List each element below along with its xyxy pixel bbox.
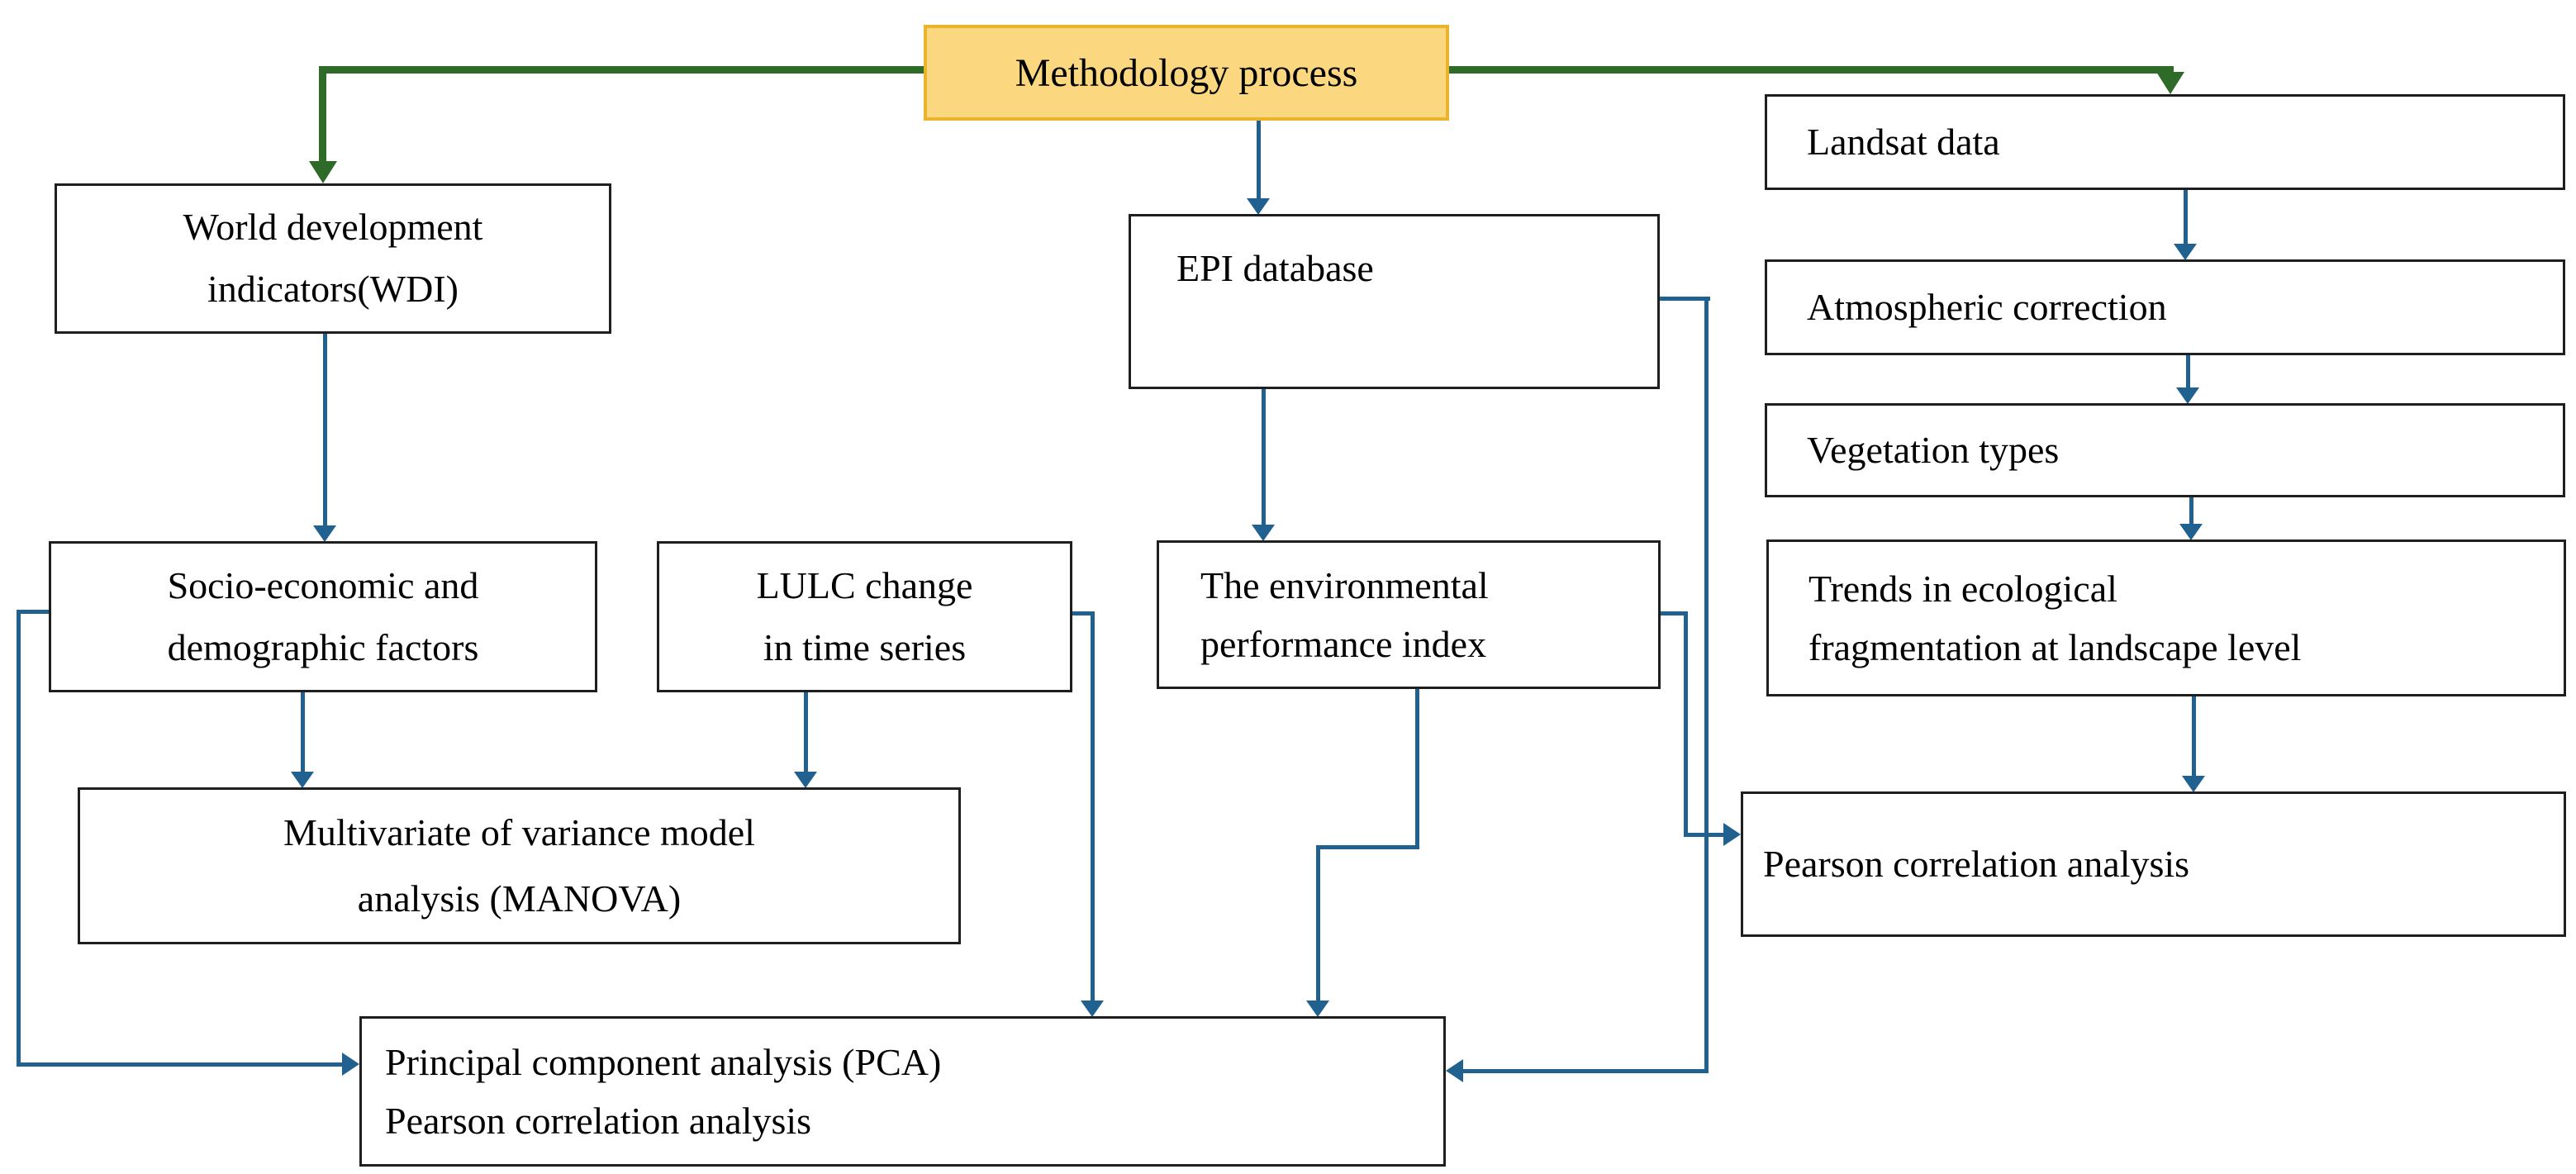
arrowhead-down-icon (1306, 1001, 1329, 1017)
connector-socio-to-manova (301, 692, 305, 773)
node-pearson-correlation-right: Pearson correlation analysis (1741, 791, 2566, 937)
connector-landsat-to-atmospheric (2184, 190, 2188, 245)
connector-vegetation-to-trends (2189, 497, 2193, 525)
connector-title-to-epi (1257, 121, 1261, 200)
connector-lulc-to-pca-exit (1072, 611, 1095, 616)
connector-socio-to-pca-vertical (17, 610, 21, 1066)
connector-envindex-to-pca-step (1316, 845, 1419, 849)
node-label: Principal component analysis (PCA) Pears… (385, 1040, 942, 1142)
node-label: Landsat data (1807, 120, 2000, 163)
node-label: World development indicators(WDI) (183, 206, 483, 310)
connector-title-to-wdi-horizontal (319, 66, 924, 74)
node-manova: Multivariate of variance model analysis … (78, 787, 961, 944)
node-world-development-indicators: World development indicators(WDI) (55, 183, 611, 334)
arrowhead-down-icon (313, 525, 336, 542)
connector-epi-to-pca-horizontal (1461, 1069, 1709, 1073)
arrowhead-down-icon (291, 772, 314, 788)
node-epi-database: EPI database (1129, 214, 1660, 389)
node-label: Vegetation types (1807, 428, 2060, 471)
connector-wdi-to-socio (323, 334, 327, 527)
arrowhead-right-icon (342, 1053, 359, 1076)
node-lulc-change: LULC change in time series (657, 541, 1072, 692)
arrowhead-down-icon (1081, 1001, 1104, 1017)
arrowhead-down-icon (2174, 244, 2197, 260)
node-label: LULC change in time series (756, 563, 973, 668)
node-trends-ecological-fragmentation: Trends in ecological fragmentation at la… (1766, 539, 2566, 696)
arrowhead-down-icon (2176, 387, 2199, 404)
node-label: EPI database (1176, 247, 1374, 289)
node-environmental-performance-index: The environmental performance index (1157, 540, 1661, 689)
arrowhead-down-icon (794, 772, 817, 788)
node-socio-economic-factors: Socio-economic and demographic factors (49, 541, 597, 692)
node-label: Socio-economic and demographic factors (167, 563, 479, 668)
node-atmospheric-correction: Atmospheric correction (1765, 259, 2565, 355)
connector-socio-to-pca-horizontal (17, 1062, 345, 1067)
node-label: Pearson correlation analysis (1763, 842, 2190, 885)
arrowhead-down-icon (2179, 524, 2203, 540)
connector-envindex-to-pca-v1 (1415, 688, 1419, 849)
connector-title-to-landsat-vertical (2166, 66, 2174, 74)
node-pca-pearson: Principal component analysis (PCA) Pears… (359, 1016, 1446, 1167)
arrowhead-down-icon (1247, 198, 1270, 215)
arrowhead-left-icon (1446, 1059, 1463, 1082)
connector-trends-to-pearson (2192, 696, 2196, 777)
connector-envindex-to-pearson-vertical (1684, 611, 1688, 836)
arrowhead-down-icon (309, 161, 337, 183)
connector-title-to-landsat-horizontal (1449, 66, 2174, 74)
arrowhead-down-icon (2182, 776, 2205, 792)
arrowhead-down-icon (2156, 72, 2184, 94)
connector-epi-to-pca-exit (1660, 297, 1710, 301)
node-methodology-process: Methodology process (924, 25, 1449, 121)
node-label: Trends in ecological fragmentation at la… (1808, 567, 2302, 668)
node-label: Methodology process (1015, 50, 1358, 95)
node-vegetation-types: Vegetation types (1765, 403, 2565, 497)
arrowhead-right-icon (1723, 823, 1741, 846)
node-label: The environmental performance index (1200, 563, 1489, 665)
connector-lulc-to-pca-vertical (1091, 611, 1095, 1002)
connector-envindex-to-pca-v2 (1316, 845, 1320, 1002)
connector-title-to-wdi-vertical (319, 66, 326, 164)
connector-epi-to-envindex (1262, 389, 1266, 526)
node-landsat-data: Landsat data (1765, 94, 2565, 190)
connector-atmospheric-to-vegetation (2186, 355, 2190, 388)
connector-lulc-to-manova (804, 692, 808, 773)
connector-envindex-to-pearson-horizontal (1684, 833, 1727, 837)
node-label: Atmospheric correction (1807, 285, 2167, 328)
node-label: Multivariate of variance model analysis … (283, 810, 755, 920)
connector-epi-to-pca-vertical (1704, 297, 1709, 1073)
connector-socio-to-pca-exit (21, 610, 49, 614)
connector-envindex-to-pearson-exit (1661, 611, 1688, 616)
arrowhead-down-icon (1252, 525, 1275, 541)
